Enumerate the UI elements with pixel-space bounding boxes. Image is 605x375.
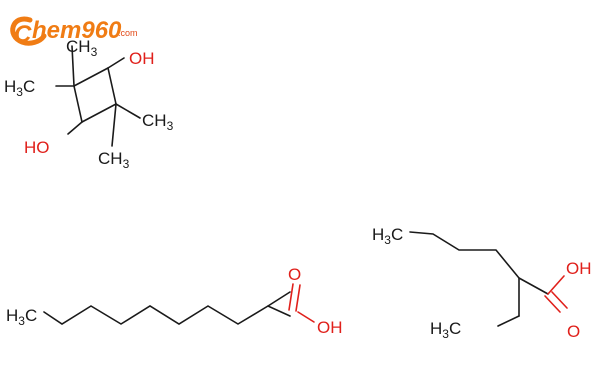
oh-left-label: HO: [24, 138, 50, 157]
carbonyl-bond-a: [544, 295, 561, 313]
oh-top-label: OH: [129, 49, 155, 68]
h3c-top-label: H3C: [372, 225, 403, 247]
carbonyl-bond-b: [551, 291, 568, 309]
hydroxyl-label: OH: [566, 259, 592, 278]
butyl-chain: [409, 231, 520, 317]
logo-brand-letter: C: [14, 21, 32, 48]
carbonyl-bond: [267, 291, 291, 307]
logo-brand-suffix: .com: [118, 28, 138, 38]
ch3-top-label: CH3: [66, 37, 98, 59]
bond-ch3-right: [115, 103, 141, 119]
alkyl-chain: [43, 305, 291, 325]
ch3-right-label: CH3: [142, 111, 174, 133]
molecule-cyclobutanediol: OH CH3 H3C CH3 HO CH3: [4, 37, 174, 171]
h3c-left-label: H3C: [4, 77, 35, 99]
carbonyl-bond-b: [295, 284, 301, 312]
molecule-nonanoic-acid: H3C O OH: [6, 265, 343, 337]
bond-oh-top: [107, 57, 125, 69]
hydroxyl-bond: [547, 275, 565, 295]
ethyl-bond: [497, 315, 520, 327]
carbonyl-bond-a: [288, 283, 294, 311]
ring-bond: [73, 85, 83, 123]
molecule-ethylhexanoic-acid: H3C H3C OH O: [372, 225, 592, 341]
carbonyl-o-label: O: [567, 322, 580, 341]
h3c-bottom-label: H3C: [430, 319, 461, 341]
chem960-logo: C hem960 .com: [10, 16, 138, 48]
ch3-bottom-label: CH3: [98, 149, 130, 171]
ring-bond: [107, 67, 117, 105]
hydroxyl-bond: [297, 311, 315, 323]
ring-bond: [81, 103, 117, 123]
logo-brand-name: hem960: [32, 17, 122, 44]
bond-ch3-top: [71, 45, 75, 87]
carbonyl-o-label: O: [288, 265, 301, 284]
hydroxyl-label: OH: [317, 318, 343, 337]
h3c-label: H3C: [6, 306, 37, 328]
ring-bond: [73, 67, 109, 87]
carboxyl-bond: [518, 277, 549, 295]
bond-oh-left: [67, 121, 83, 135]
logo-c-swoosh-icon: [10, 16, 47, 46]
bond-ch3-bottom: [111, 103, 117, 147]
